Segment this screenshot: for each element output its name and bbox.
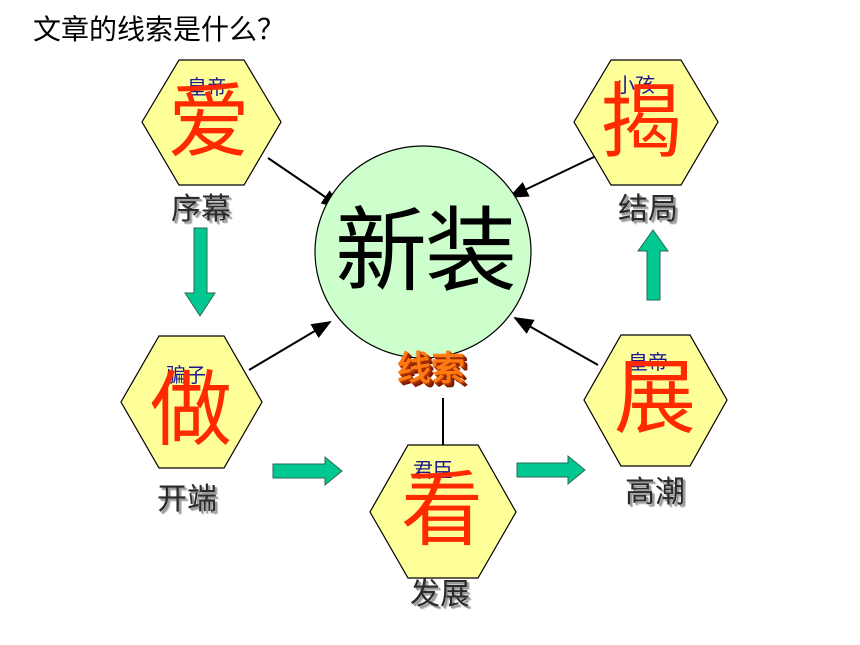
- node-kan-char: 看: [401, 463, 484, 558]
- node-zuo-role: 骗子: [166, 363, 206, 387]
- arrow-up-gaochao-to-jieju: [637, 229, 669, 301]
- hexagon-zuo: [120, 335, 263, 469]
- node-zhan-role: 皇帝: [628, 350, 668, 374]
- arrow-right-kaiduan-to-fazhan: [272, 455, 343, 487]
- node-kan-role: 君臣: [413, 458, 453, 482]
- connector-zuo-to-center: [248, 320, 332, 371]
- node-kan-stage: 发展: [410, 577, 470, 612]
- hexagon-ai: [141, 59, 282, 186]
- node-ai-role: 皇帝: [187, 75, 227, 99]
- clue-label: 线索: [397, 349, 465, 389]
- connector-zhan-to-center: [513, 317, 599, 366]
- center-text-xinzhuang: 新装: [335, 198, 517, 305]
- page-title: 文章的线索是什么？: [33, 13, 286, 46]
- node-ai-char: 爱: [168, 75, 251, 170]
- node-jie-stage: 结局: [618, 192, 678, 227]
- node-jie-char: 揭: [600, 75, 683, 170]
- center-circle: [314, 145, 532, 359]
- hexagon-jie: [573, 59, 719, 186]
- node-ai-stage: 序幕: [171, 192, 231, 227]
- connector-jie-to-center: [508, 155, 597, 198]
- arrow-right-fazhan-to-gaochao: [516, 454, 586, 486]
- connector-ai-to-center: [267, 157, 342, 209]
- node-jie-role: 小孩: [615, 73, 655, 97]
- hexagon-kan: [369, 444, 517, 579]
- node-zhan-char: 展: [614, 351, 697, 446]
- node-zuo-char: 做: [150, 363, 233, 458]
- hexagon-zhan: [583, 334, 728, 467]
- arrow-down-xumu-to-kaiduan: [184, 227, 216, 317]
- node-zuo-stage: 开端: [157, 482, 217, 517]
- node-zhan-stage: 高潮: [625, 475, 685, 510]
